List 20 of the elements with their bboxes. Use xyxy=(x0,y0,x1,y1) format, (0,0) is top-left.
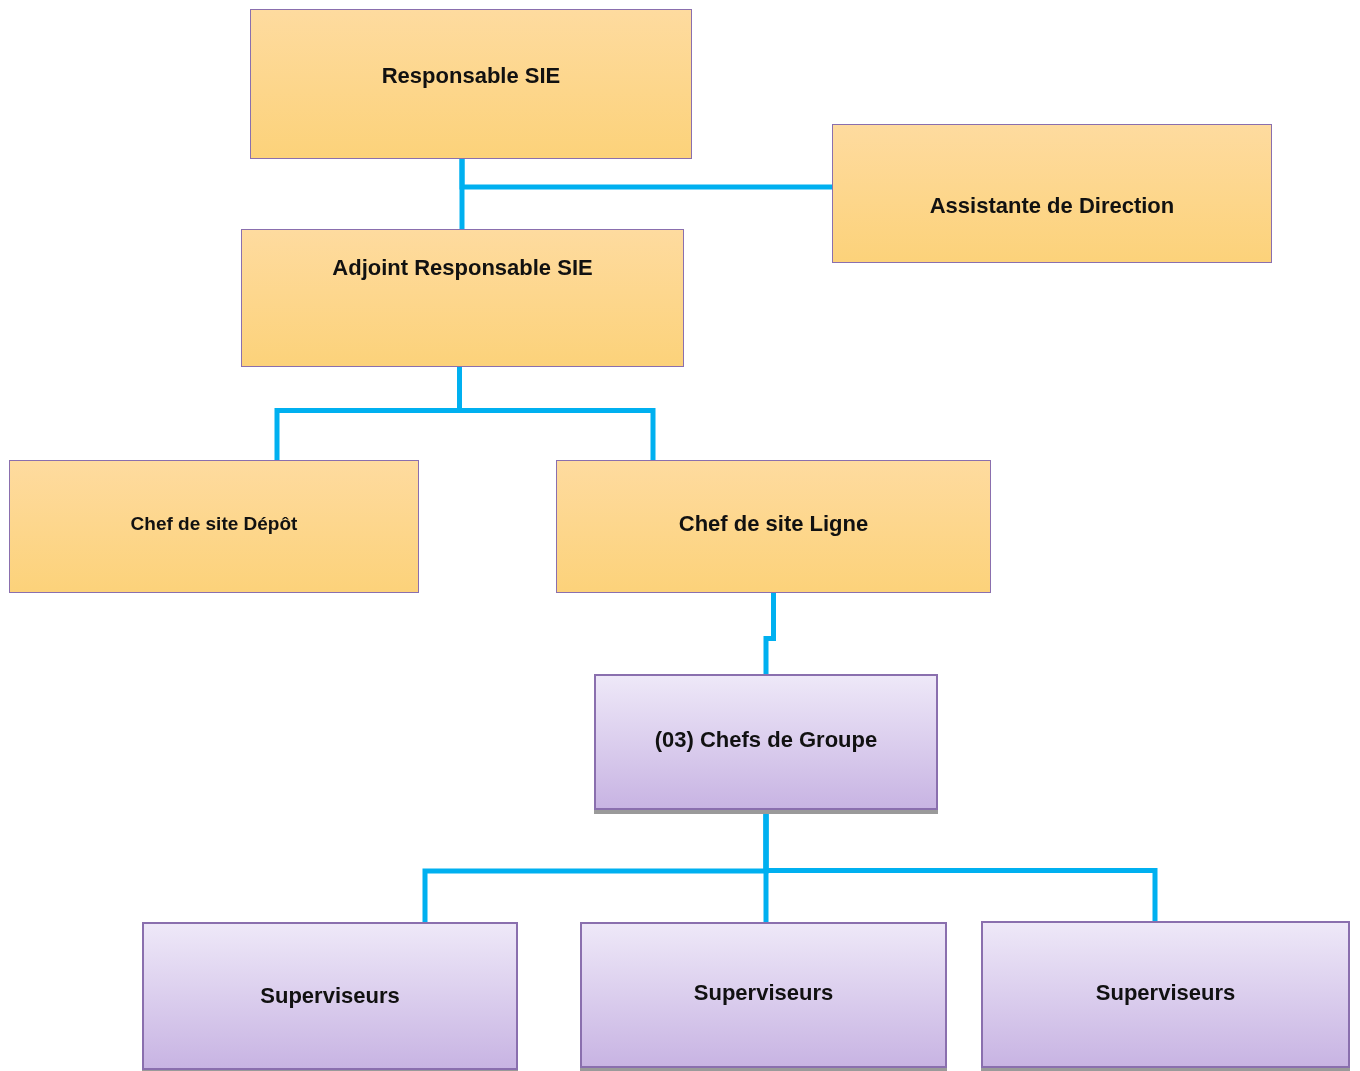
role-title: Superviseurs xyxy=(693,980,834,1006)
org-box xyxy=(9,460,419,593)
org-box xyxy=(981,921,1350,1068)
role-title: Superviseurs xyxy=(260,983,400,1009)
org-box xyxy=(832,124,1272,263)
role-title: Adjoint Responsable SIE xyxy=(332,255,593,281)
role-title: Chef de site Ligne xyxy=(678,510,869,537)
connector-line xyxy=(763,593,776,674)
role-title: Chef de site Dépôt xyxy=(130,512,298,535)
org-box xyxy=(142,922,518,1070)
role-title: Assistante de Direction xyxy=(929,192,1175,219)
org-box xyxy=(580,922,947,1068)
role-title: (03) Chefs de Groupe xyxy=(654,727,878,753)
connector-line xyxy=(459,159,832,190)
role-title: Superviseurs xyxy=(1095,979,1236,1006)
org-box xyxy=(556,460,991,593)
role-title: Responsable SIE xyxy=(381,63,561,89)
connector-line xyxy=(457,367,656,460)
org-box xyxy=(241,229,684,367)
org-box xyxy=(250,9,692,159)
